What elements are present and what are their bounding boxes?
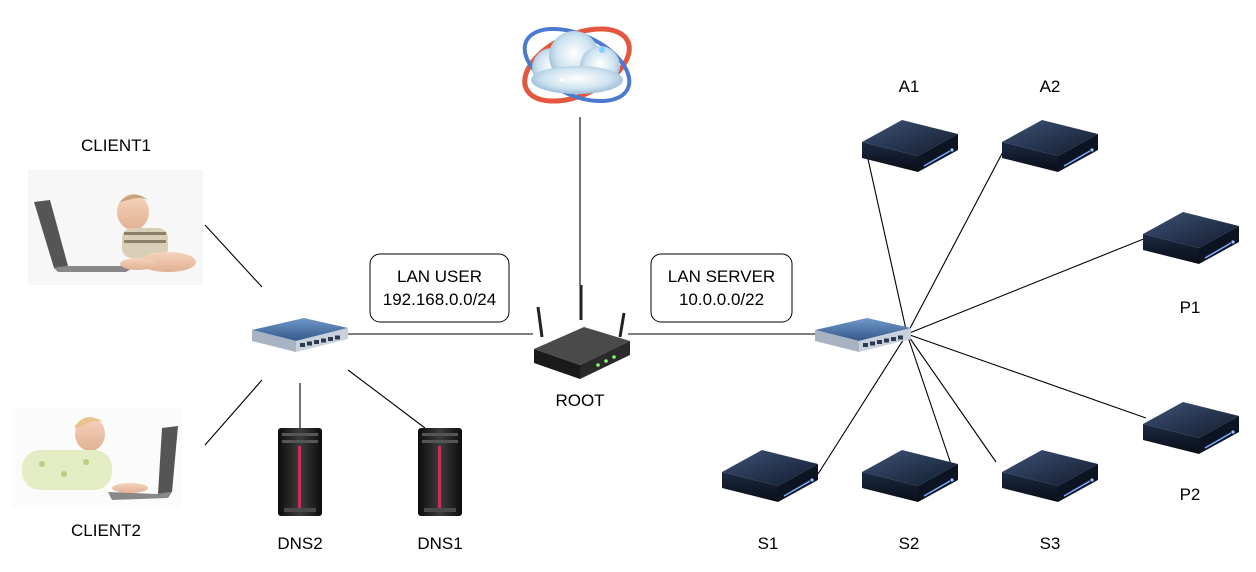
link-hub-s3 xyxy=(906,333,997,463)
lan-server-box: LAN SERVER 10.0.0.0/22 xyxy=(650,253,793,323)
link-hub-a1 xyxy=(865,149,908,335)
dns2-label: DNS2 xyxy=(277,534,322,553)
link-hub-p2 xyxy=(906,333,1147,419)
link-hub-s1 xyxy=(817,333,908,475)
lan-server-name: LAN SERVER xyxy=(668,267,775,286)
storage-appliance-icon xyxy=(721,449,819,503)
link-hub-a2 xyxy=(906,145,1007,335)
a2-label: A2 xyxy=(1040,77,1061,96)
s1-label: S1 xyxy=(758,534,779,553)
wireless-router-icon xyxy=(534,285,630,379)
p1-label: P1 xyxy=(1180,298,1201,317)
laptop-user-icon xyxy=(28,170,203,285)
lan-user-name: LAN USER xyxy=(397,267,482,286)
network-switch-icon xyxy=(252,318,348,352)
link-client1-switch xyxy=(204,224,263,288)
p2-label: P2 xyxy=(1180,485,1201,504)
lan-user-box: LAN USER 192.168.0.0/24 xyxy=(369,253,510,323)
laptop-user-icon xyxy=(12,408,182,508)
a1-label: A1 xyxy=(899,77,920,96)
cloud-icon xyxy=(522,26,632,104)
link-hub-s2 xyxy=(906,333,956,477)
link-hub-p1 xyxy=(906,237,1147,335)
storage-appliance-icon xyxy=(861,449,959,503)
server-tower-icon xyxy=(278,428,322,516)
link-client2-switch xyxy=(204,379,263,446)
root-label: ROOT xyxy=(555,391,604,410)
lan-server-subnet: 10.0.0.0/22 xyxy=(679,290,764,309)
storage-appliance-icon xyxy=(1001,449,1099,503)
dns1-label: DNS1 xyxy=(417,534,462,553)
s2-label: S2 xyxy=(899,534,920,553)
storage-appliance-icon xyxy=(861,119,959,173)
storage-appliance-icon xyxy=(1001,119,1099,173)
client1-label: CLIENT1 xyxy=(81,136,151,155)
storage-appliance-icon xyxy=(1142,211,1240,265)
s3-label: S3 xyxy=(1040,534,1061,553)
server-tower-icon xyxy=(418,428,462,516)
network-switch-icon xyxy=(815,318,911,352)
connection-lines xyxy=(204,117,1147,477)
lan-user-subnet: 192.168.0.0/24 xyxy=(383,290,496,309)
client2-label: CLIENT2 xyxy=(71,521,141,540)
link-switch-dns1 xyxy=(347,369,426,429)
storage-appliance-icon xyxy=(1142,401,1240,455)
